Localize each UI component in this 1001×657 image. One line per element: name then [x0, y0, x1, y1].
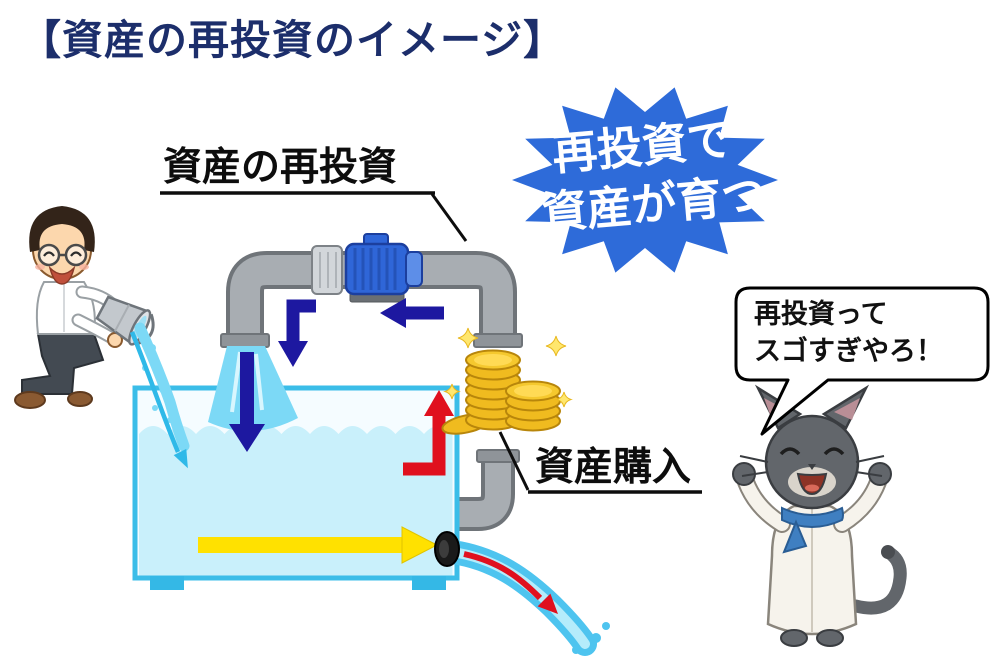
cat-foot-right [816, 629, 844, 647]
man-hair [29, 206, 95, 252]
cat-tail [849, 545, 907, 615]
happy-cat-icon [732, 384, 907, 647]
man-eye-right [70, 251, 82, 257]
man-hand-2 [107, 332, 123, 348]
purchase-label-group: 資産購入 [498, 431, 702, 494]
man-eye-left [43, 251, 55, 257]
outflow-droplets [572, 622, 610, 654]
pipe-flange-left [220, 333, 270, 348]
cat-whiskers [739, 455, 885, 477]
bucket-flow-arrow-cyan [129, 331, 188, 469]
cat-nose [808, 464, 816, 470]
tank-foot-right [412, 576, 446, 590]
gold-coins-icon [441, 327, 573, 435]
reinvest-pointer-line [430, 193, 468, 242]
reinvest-label: 資産の再投資 [163, 145, 397, 190]
speech-bubble: 再投資って スゴすぎやろ！ [734, 286, 990, 436]
flow-arrow-top-left-down [278, 299, 316, 367]
page-title: 【資産の再投資のイメージ】 [20, 16, 566, 64]
purchase-label: 資産購入 [535, 445, 691, 490]
cat-mouth [796, 472, 828, 496]
glasses-right [64, 243, 88, 267]
cat-eye-right [823, 447, 845, 456]
man-knee [67, 391, 93, 407]
outflow-water [440, 540, 597, 656]
man-mouth [48, 265, 76, 285]
glasses-left [37, 243, 61, 267]
cat-eye-left [779, 447, 801, 456]
pump-fins [353, 248, 397, 290]
pump-cap [405, 251, 423, 287]
tank-foot-left [150, 576, 184, 590]
reinvest-label-group: 資産の再投資 [160, 145, 468, 242]
flow-arrow-top-right-left [380, 298, 444, 328]
flow-arrow-into-tank [229, 352, 265, 452]
sparkle-icons [443, 327, 573, 408]
water-droplets [142, 344, 173, 423]
flow-arrow-red-up [403, 390, 454, 476]
burst-callout: 再投資で 資産が育つ [512, 87, 778, 273]
bubble-line2: スゴすぎやろ！ [754, 335, 943, 367]
bucket-handle [134, 313, 155, 346]
coin-stack-tall [465, 349, 521, 431]
man-pants [21, 333, 105, 395]
flow-arrow-yellow-right [198, 526, 439, 564]
burst-shape [512, 87, 778, 273]
purchase-pointer-line [498, 431, 530, 491]
cat-scarf [781, 506, 844, 528]
coin-stack-short [505, 380, 561, 432]
man-shoe [14, 391, 46, 409]
man-pouring-bucket-icon [14, 206, 190, 469]
tank-outlet [434, 531, 610, 656]
cat-foot-left [780, 629, 808, 647]
tank-border [132, 385, 460, 581]
bubble-line1: 再投資って [754, 299, 888, 330]
speech-bubble-shape [734, 286, 990, 436]
outflow-arrow-red [463, 551, 558, 614]
pump-icon [311, 233, 423, 303]
pipe-lower-body [452, 462, 511, 527]
pipe-flange-right [473, 333, 523, 348]
